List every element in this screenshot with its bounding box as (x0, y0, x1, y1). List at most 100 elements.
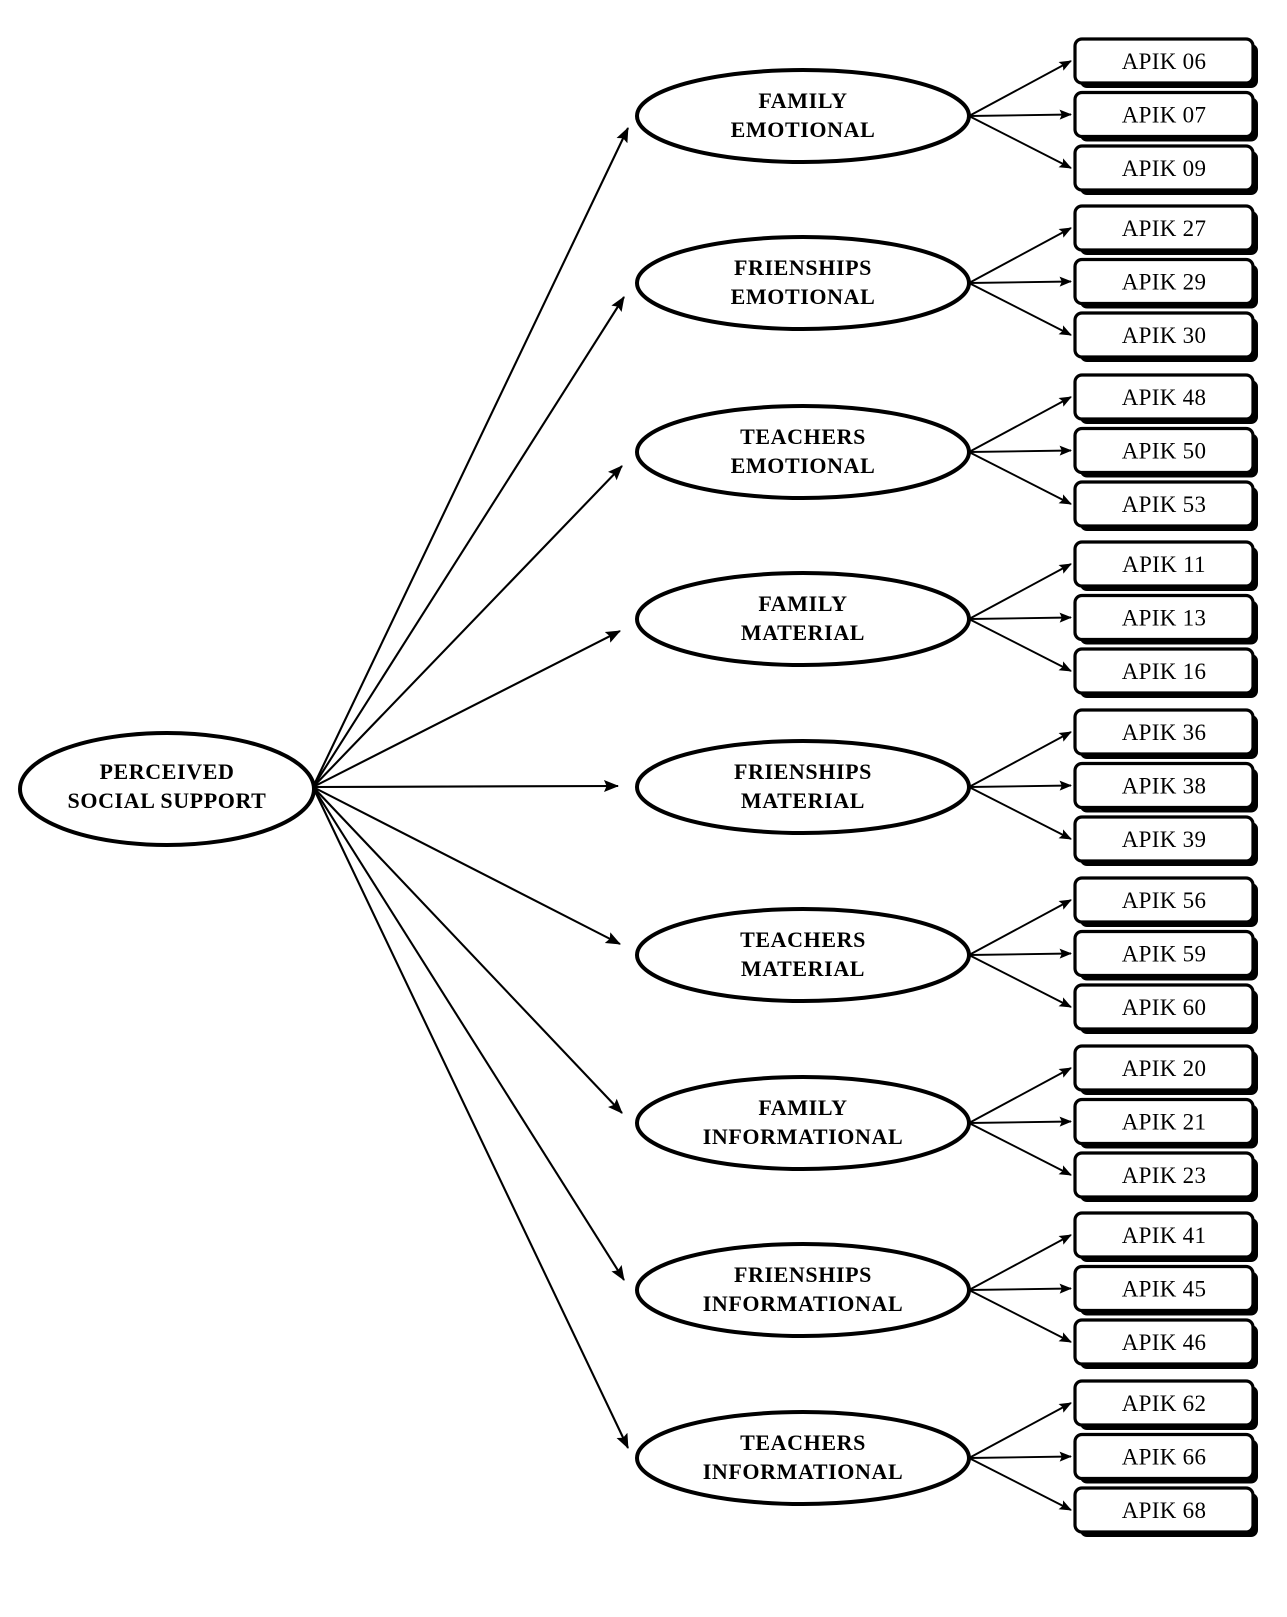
construct-ellipse-family-material[interactable] (635, 571, 971, 667)
path-to-teachers-emotional[interactable] (312, 465, 623, 788)
path-to-frienships-informational[interactable] (312, 786, 625, 1281)
loading-path-frienships-informational-0[interactable] (968, 1234, 1072, 1291)
loading-path-frienships-material-2[interactable] (968, 786, 1072, 840)
loading-path-teachers-material-1[interactable] (968, 948, 1072, 959)
loading-path-frienships-emotional-2[interactable] (968, 282, 1072, 336)
indicator-label-apik-48: APIK 48 (1122, 385, 1207, 410)
loading-path-family-material-1[interactable] (968, 612, 1072, 623)
indicator-box-apik-59[interactable] (1073, 929, 1255, 978)
construct-ellipse-frienships-material[interactable] (635, 739, 971, 835)
indicator-label-apik-56: APIK 56 (1122, 888, 1207, 913)
indicator-box-apik-23[interactable] (1073, 1151, 1255, 1199)
indicator-label-apik-68: APIK 68 (1122, 1498, 1207, 1523)
construct-label-line2-teachers-emotional: EMOTIONAL (731, 453, 876, 478)
indicator-box-apik-68[interactable] (1073, 1486, 1255, 1534)
indicator-box-apik-27[interactable] (1073, 204, 1255, 252)
loading-path-teachers-informational-2[interactable] (968, 1457, 1072, 1511)
indicator-label-apik-21: APIK 21 (1122, 1110, 1207, 1135)
indicator-box-apik-50[interactable] (1073, 426, 1255, 475)
indicator-box-apik-41[interactable] (1073, 1211, 1255, 1259)
construct-ellipse-family-informational[interactable] (635, 1075, 971, 1171)
indicator-label-apik-23: APIK 23 (1122, 1163, 1207, 1188)
loading-path-family-emotional-1[interactable] (968, 109, 1072, 120)
indicator-label-apik-60: APIK 60 (1122, 995, 1207, 1020)
indicator-box-apik-62[interactable] (1073, 1379, 1255, 1427)
construct-ellipse-teachers-informational[interactable] (635, 1410, 971, 1506)
indicator-box-apik-56[interactable] (1073, 876, 1255, 924)
construct-label-line1-frienships-informational: FRIENSHIPS (734, 1262, 872, 1287)
path-to-family-informational[interactable] (312, 786, 623, 1114)
indicator-box-apik-66[interactable] (1073, 1432, 1255, 1481)
indicator-box-apik-20[interactable] (1073, 1044, 1255, 1092)
construct-label-line2-frienships-informational: INFORMATIONAL (703, 1291, 904, 1316)
construct-label-line1-family-informational: FAMILY (758, 1095, 847, 1120)
loading-path-family-informational-2[interactable] (968, 1122, 1072, 1176)
construct-label-line2-family-material: MATERIAL (741, 620, 865, 645)
loading-path-family-material-0[interactable] (968, 563, 1072, 620)
loading-path-frienships-emotional-1[interactable] (968, 276, 1072, 287)
construct-group-family-informational: FAMILY INFORMATIONAL APIK 20 APIK 21 APIK 23 (635, 1044, 1258, 1202)
construct-label-line2-frienships-material: MATERIAL (741, 788, 865, 813)
loading-path-teachers-material-2[interactable] (968, 954, 1072, 1008)
indicator-label-apik-06: APIK 06 (1122, 49, 1207, 74)
indicator-box-apik-53[interactable] (1073, 480, 1255, 528)
loading-path-frienships-informational-2[interactable] (968, 1289, 1072, 1343)
loading-path-frienships-informational-1[interactable] (968, 1283, 1072, 1294)
indicator-box-apik-48[interactable] (1073, 373, 1255, 421)
loading-path-teachers-emotional-0[interactable] (968, 396, 1072, 453)
loading-path-family-informational-1[interactable] (968, 1116, 1072, 1127)
construct-label-line1-frienships-material: FRIENSHIPS (734, 759, 872, 784)
indicator-box-apik-09[interactable] (1073, 144, 1255, 192)
structural-paths-group (312, 127, 629, 1449)
loading-path-teachers-emotional-1[interactable] (968, 445, 1072, 456)
center-node-group[interactable]: PERCEIVED SOCIAL SUPPORT (18, 731, 316, 847)
loading-path-family-emotional-0[interactable] (968, 60, 1072, 117)
indicator-box-apik-11[interactable] (1073, 540, 1255, 588)
indicator-label-apik-20: APIK 20 (1122, 1056, 1207, 1081)
loading-path-frienships-emotional-0[interactable] (968, 227, 1072, 284)
construct-label-line2-teachers-material: MATERIAL (741, 956, 865, 981)
loading-path-teachers-emotional-2[interactable] (968, 451, 1072, 505)
indicator-box-apik-06[interactable] (1073, 37, 1255, 85)
loading-path-frienships-material-1[interactable] (968, 780, 1072, 791)
indicator-box-apik-45[interactable] (1073, 1264, 1255, 1313)
loading-path-teachers-material-0[interactable] (968, 899, 1072, 956)
path-to-frienships-material[interactable] (312, 780, 619, 793)
indicator-box-apik-29[interactable] (1073, 257, 1255, 306)
construct-ellipse-teachers-emotional[interactable] (635, 404, 971, 500)
indicator-box-apik-21[interactable] (1073, 1097, 1255, 1146)
loading-path-family-informational-0[interactable] (968, 1067, 1072, 1124)
loading-path-family-emotional-2[interactable] (968, 115, 1072, 169)
construct-label-line1-family-emotional: FAMILY (758, 88, 847, 113)
construct-ellipse-teachers-material[interactable] (635, 907, 971, 1003)
center-node-label-line1: PERCEIVED (100, 759, 235, 784)
path-to-family-material[interactable] (312, 630, 621, 788)
indicator-box-apik-16[interactable] (1073, 647, 1255, 695)
loading-path-family-material-2[interactable] (968, 618, 1072, 672)
path-to-family-emotional[interactable] (312, 127, 629, 788)
indicator-box-apik-30[interactable] (1073, 311, 1255, 359)
loading-path-teachers-informational-1[interactable] (968, 1451, 1072, 1462)
path-to-teachers-material[interactable] (312, 786, 621, 945)
construct-label-line2-family-emotional: EMOTIONAL (731, 117, 876, 142)
loading-path-teachers-informational-0[interactable] (968, 1402, 1072, 1459)
loading-path-frienships-material-0[interactable] (968, 731, 1072, 788)
construct-ellipse-frienships-informational[interactable] (635, 1242, 971, 1338)
indicator-box-apik-46[interactable] (1073, 1318, 1255, 1366)
construct-label-line2-family-informational: INFORMATIONAL (703, 1124, 904, 1149)
indicator-box-apik-60[interactable] (1073, 983, 1255, 1031)
indicator-label-apik-46: APIK 46 (1122, 1330, 1207, 1355)
indicator-box-apik-39[interactable] (1073, 815, 1255, 863)
indicator-box-apik-38[interactable] (1073, 761, 1255, 810)
indicator-box-apik-13[interactable] (1073, 593, 1255, 642)
indicator-label-apik-11: APIK 11 (1122, 552, 1206, 577)
construct-ellipse-family-emotional[interactable] (635, 68, 971, 164)
construct-ellipse-frienships-emotional[interactable] (635, 235, 971, 331)
path-to-frienships-emotional[interactable] (312, 296, 625, 788)
indicator-box-apik-07[interactable] (1073, 90, 1255, 139)
indicator-box-apik-36[interactable] (1073, 708, 1255, 756)
path-to-teachers-informational[interactable] (312, 786, 629, 1449)
